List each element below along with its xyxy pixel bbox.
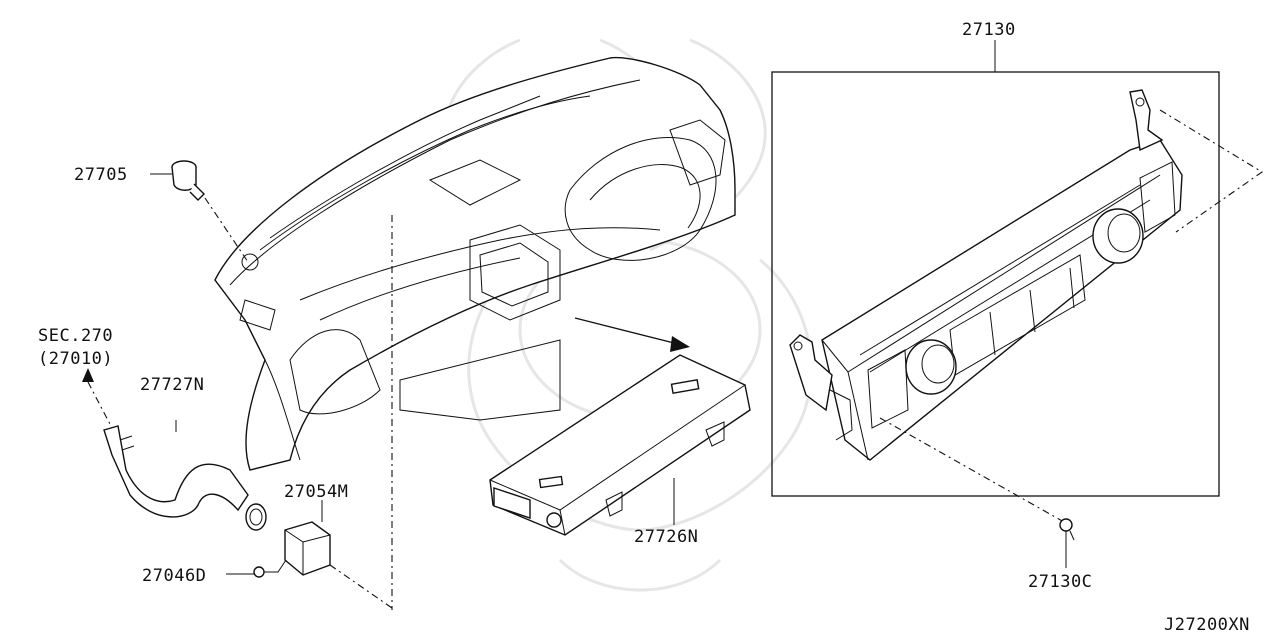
hose-27727n — [103, 420, 267, 531]
label-27054m: 27054M — [284, 482, 348, 502]
label-27705: 27705 — [74, 165, 128, 185]
dash-controller-lower — [879, 417, 1065, 523]
label-sec-270: SEC.270 — [38, 326, 113, 346]
label-27130c: 27130C — [1028, 572, 1092, 592]
dash-controller-upper — [1159, 109, 1264, 233]
label-27727n: 27727N — [140, 375, 204, 395]
ac-controller-27130 — [789, 89, 1183, 461]
dashboard-assembly — [214, 56, 736, 471]
direction-arrow — [574, 317, 690, 352]
label-27046d: 27046D — [142, 566, 206, 586]
drawing-id: J27200XN — [1164, 615, 1250, 635]
screw-27130c — [1059, 518, 1075, 568]
label-sec-ref: (27010) — [38, 349, 113, 369]
sensor-27705 — [150, 160, 249, 263]
label-27130: 27130 — [962, 20, 1016, 40]
screw-27046d — [226, 559, 287, 578]
control-unit-27726n — [489, 354, 751, 536]
connector-27054m — [284, 500, 393, 609]
label-27726n: 27726N — [634, 527, 698, 547]
sec-arrow — [82, 368, 113, 429]
